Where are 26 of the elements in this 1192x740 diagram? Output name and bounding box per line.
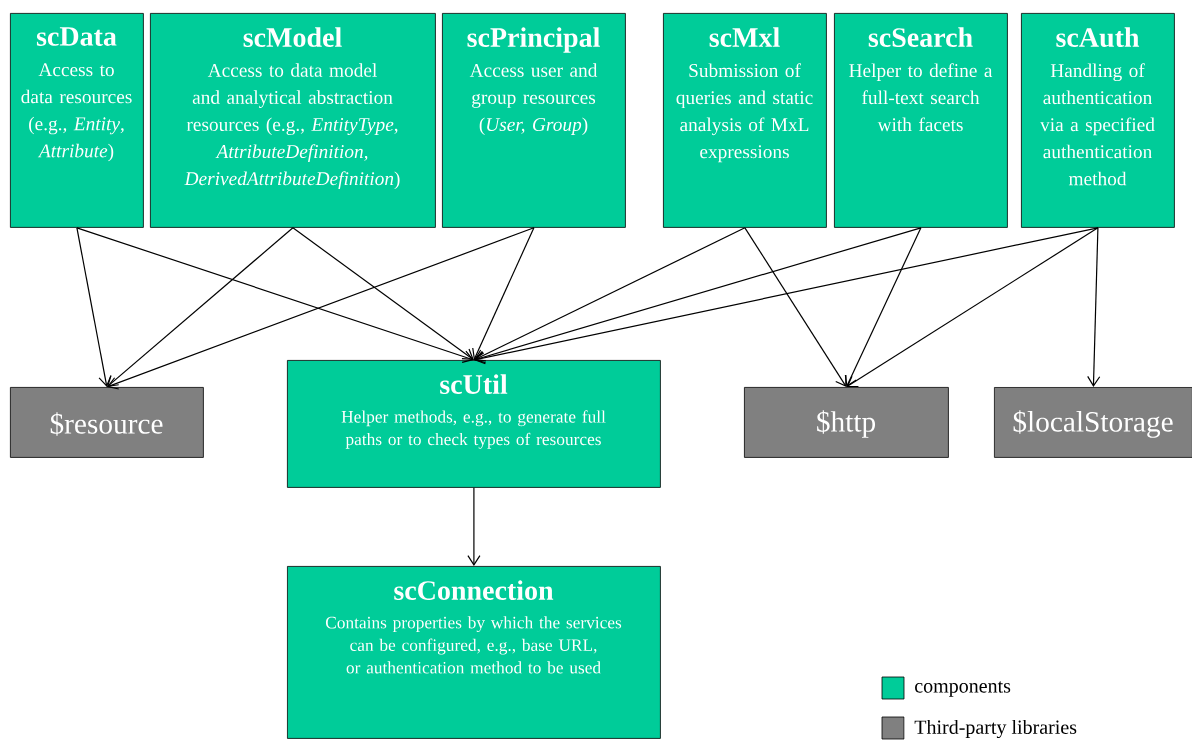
arrow: [473, 227, 1099, 365]
arrow: [76, 227, 112, 387]
arrow: [844, 227, 922, 387]
component-box: scData Access to data resources (e.g., Entity, Attribute): [10, 13, 144, 228]
component-box: scAuth Handling of authentication via a specified authentication method: [1021, 13, 1175, 228]
component-box: $http: [744, 387, 949, 458]
component-box: $localStorage: [994, 387, 1192, 458]
arrow: [292, 227, 474, 360]
arrow: [472, 227, 535, 360]
arrow: [1087, 227, 1101, 387]
arrow: [744, 227, 847, 387]
legend-label: components: [915, 681, 1011, 697]
arrow: [846, 227, 1099, 388]
component-box: scMxl Submission of queries and static analysis of MxL expressions: [663, 13, 827, 228]
arrow: [106, 227, 535, 390]
legend-label: Third-party libraries: [914, 719, 1077, 739]
component-box: scUtil Helper methods, e.g., to generate full paths or to check types of resources: [287, 360, 661, 488]
component-box: scPrincipal Access user and group resources (User, Group): [442, 13, 626, 228]
arrow: [473, 227, 746, 362]
component-box: scSearch Helper to define a full-text search with facets: [834, 13, 1008, 228]
component-box: $resource: [10, 387, 204, 458]
component-box: scModel Access to data model and analytical abstraction resources (e.g., EntityType, AttributeDefinition, DerivedAttributeDefinition): [150, 13, 436, 228]
arrow: [76, 227, 474, 363]
component-box: scConnection Contains properties by which the services can be configured, e.g., base URL, or authentication method to be used: [287, 566, 661, 739]
arrow: [106, 227, 294, 387]
arrow: [467, 487, 481, 566]
